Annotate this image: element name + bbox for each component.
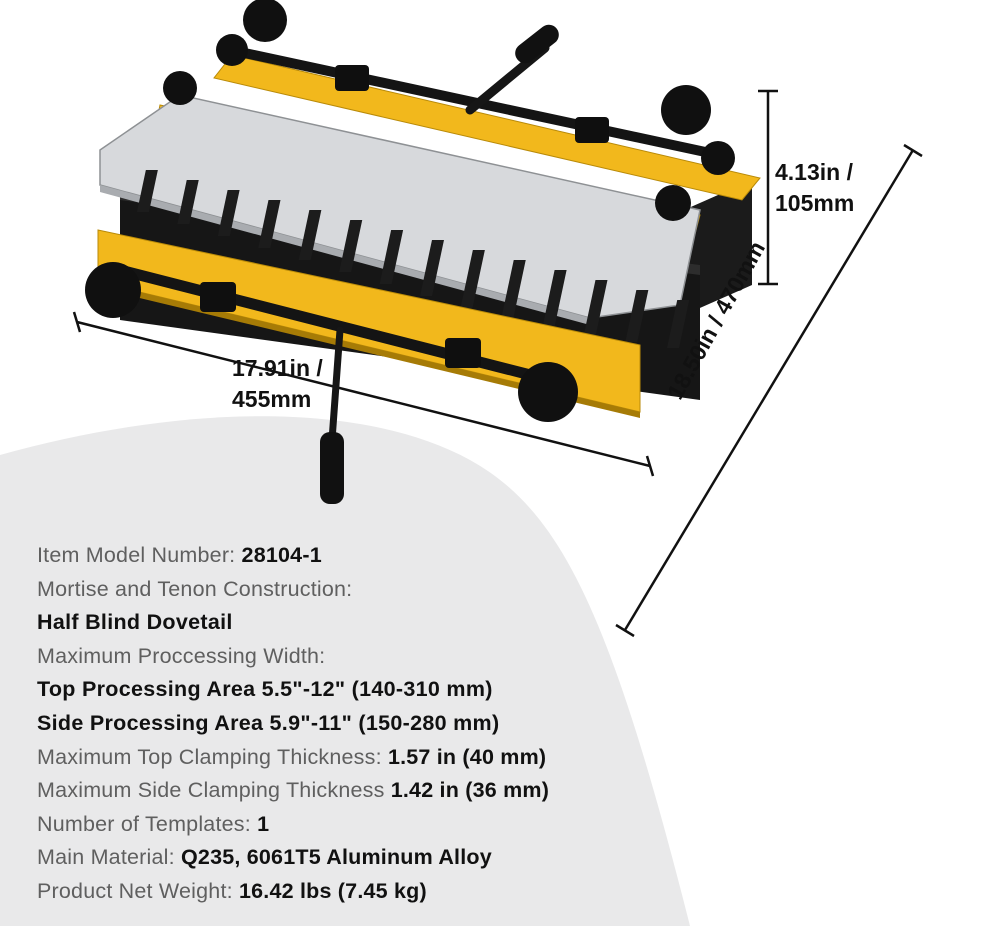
spec-top-clamp: Maximum Top Clamping Thickness: 1.57 in … <box>37 741 687 775</box>
height-dimension-line <box>758 89 778 286</box>
clamp-handles <box>320 24 559 504</box>
spec-material-value: Q235, 6061T5 Aluminum Alloy <box>181 845 492 870</box>
height-dimension-label: 4.13in / 105mm <box>775 159 855 216</box>
spec-templates: Number of Templates: 1 <box>37 808 687 842</box>
spec-material: Main Material: Q235, 6061T5 Aluminum All… <box>37 841 687 875</box>
spec-top-area-line: Top Processing Area 5.5"-12" (140-310 mm… <box>37 673 687 707</box>
spec-side-area-line: Side Processing Area 5.9"-11" (150-280 m… <box>37 707 687 741</box>
spec-templates-value: 1 <box>257 811 270 836</box>
rod-collars <box>200 65 609 368</box>
spec-top-clamp-value: 1.57 in (40 mm) <box>387 744 547 769</box>
spec-construction-value: Half Blind Dovetail <box>37 610 233 635</box>
spec-list: Item Model Number: 28104-1 Mortise and T… <box>37 539 687 909</box>
depth-dimension-line <box>615 143 923 638</box>
spec-material-label: Main Material: <box>37 845 181 870</box>
spec-model-value: 28104-1 <box>241 543 322 567</box>
spec-construction-label-line: Mortise and Tenon Construction: <box>37 573 687 607</box>
backdrop-curve <box>0 416 690 926</box>
spec-top-area: Top Processing Area 5.5"-12" (140-310 mm… <box>37 677 493 702</box>
spec-model: Item Model Number: 28104-1 <box>37 539 687 573</box>
spec-templates-label: Number of Templates: <box>37 811 258 836</box>
spec-side-area: Side Processing Area 5.9"-11" (150-280 m… <box>37 710 500 735</box>
clamp-knobs <box>85 0 735 422</box>
spec-side-clamp-label: Maximum Side Clamping Thickness <box>37 778 391 803</box>
width-dimension-line <box>72 311 655 477</box>
template-fingers <box>136 170 690 348</box>
spec-model-label: Item Model Number: <box>37 543 242 567</box>
width-dimension-label: 17.91in / 455mm <box>232 355 323 412</box>
spec-width-label-line: Maximum Proccessing Width: <box>37 640 687 674</box>
spec-construction-label: Mortise and Tenon Construction: <box>37 576 353 601</box>
spec-weight: Product Net Weight: 16.42 lbs (7.45 kg) <box>37 875 687 909</box>
spec-width-label: Maximum Proccessing Width: <box>37 643 326 668</box>
spec-weight-label: Product Net Weight: <box>37 878 239 903</box>
spec-side-clamp-value: 1.42 in (36 mm) <box>390 778 550 803</box>
spec-weight-value: 16.42 lbs (7.45 kg) <box>238 878 427 903</box>
spec-top-clamp-label: Maximum Top Clamping Thickness: <box>37 744 388 769</box>
spec-side-clamp: Maximum Side Clamping Thickness 1.42 in … <box>37 774 687 808</box>
dovetail-jig <box>85 0 761 504</box>
spec-construction-value-line: Half Blind Dovetail <box>37 606 687 640</box>
